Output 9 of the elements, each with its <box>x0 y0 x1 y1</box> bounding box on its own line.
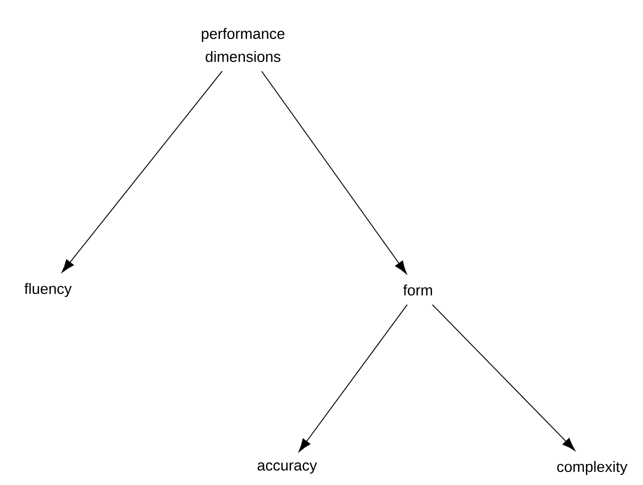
node-label: accuracy <box>258 462 317 474</box>
arrow <box>62 70 223 273</box>
node-label: form <box>403 284 432 296</box>
node-label: fluency <box>24 283 72 297</box>
node-label: performance dimensions <box>202 28 284 62</box>
arrow <box>298 304 408 452</box>
node-label: complexity <box>557 461 628 475</box>
arrow <box>432 304 576 451</box>
arrow <box>261 70 407 274</box>
